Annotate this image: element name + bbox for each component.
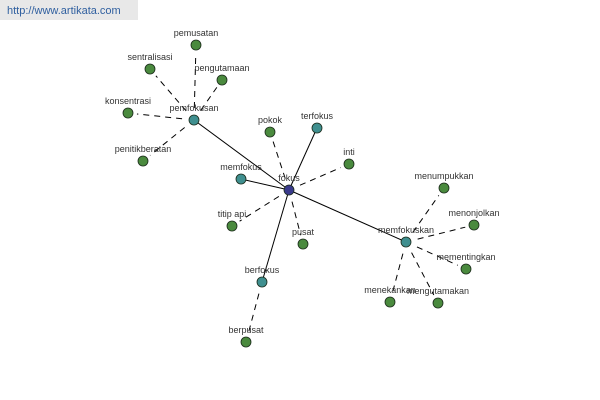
edge-memfokuskan-menonjolkan — [417, 226, 466, 240]
edge-pemfokusan-sentralisasi — [155, 75, 187, 112]
node-label-menonjolkan[interactable]: menonjolkan — [448, 208, 499, 218]
node-label-memfokus[interactable]: memfokus — [220, 162, 262, 172]
node-label-berfokus[interactable]: berfokus — [245, 265, 280, 275]
node-label-pusat[interactable]: pusat — [292, 227, 315, 237]
edge-fokus-titip_api — [239, 195, 280, 222]
edge-pemfokusan-penitikberatan — [149, 127, 185, 156]
node-label-sentralisasi[interactable]: sentralisasi — [127, 52, 172, 62]
node-label-pemfokusan[interactable]: pemfokusan — [169, 103, 218, 113]
edge-memfokuskan-menekankan — [391, 253, 404, 294]
node-label-konsentrasi[interactable]: konsentrasi — [105, 96, 151, 106]
node-label-fokus[interactable]: fokus — [278, 173, 300, 183]
edge-pemfokusan-pengutamaan — [200, 87, 218, 111]
node-menumpukkan[interactable] — [438, 182, 450, 194]
node-label-pemusatan[interactable]: pemusatan — [174, 28, 219, 38]
edge-fokus-inti — [299, 167, 341, 186]
edge-pemfokusan-konsentrasi — [136, 113, 183, 120]
node-label-memfokuskan[interactable]: memfokuskan — [378, 225, 434, 235]
node-konsentrasi[interactable] — [122, 107, 134, 119]
edge-fokus-pusat — [291, 201, 302, 236]
node-memfokus[interactable] — [235, 173, 247, 185]
edge-fokus-berfokus — [261, 189, 290, 283]
node-label-titip_api[interactable]: titip api — [218, 209, 247, 219]
edge-memfokuskan-menumpukkan — [412, 195, 440, 233]
node-label-penitikberatan[interactable]: penitikberatan — [115, 144, 172, 154]
node-label-pengutamaan[interactable]: pengutamaan — [194, 63, 249, 73]
edge-berfokus-berpusat — [247, 293, 260, 334]
edge-fokus-pokok — [272, 140, 286, 179]
node-fokus[interactable] — [283, 184, 295, 196]
edge-pemfokusan-pemusatan — [193, 53, 197, 109]
edge-fokus-pemfokusan — [193, 119, 290, 191]
node-inti[interactable] — [343, 158, 355, 170]
node-label-inti[interactable]: inti — [343, 147, 355, 157]
node-sentralisasi[interactable] — [144, 63, 156, 75]
node-label-menekankan[interactable]: menekankan — [364, 285, 416, 295]
node-pokok[interactable] — [264, 126, 276, 138]
node-terfokus[interactable] — [311, 122, 323, 134]
node-label-mengutamakan[interactable]: mengutamakan — [407, 286, 469, 296]
node-pemusatan[interactable] — [190, 39, 202, 51]
node-menekankan[interactable] — [384, 296, 396, 308]
node-pusat[interactable] — [297, 238, 309, 250]
node-berfokus[interactable] — [256, 276, 268, 288]
node-label-terfokus[interactable]: terfokus — [301, 111, 334, 121]
edge-fokus-memfokuskan — [288, 189, 407, 243]
site-link[interactable]: http://www.artikata.com — [0, 0, 138, 20]
node-mengutamakan[interactable] — [432, 297, 444, 309]
edge-memfokuskan-mementingkan — [416, 246, 458, 266]
node-label-berpusat[interactable]: berpusat — [228, 325, 264, 335]
edge-fokus-memfokus — [240, 178, 290, 191]
node-berpusat[interactable] — [240, 336, 252, 348]
node-pemfokusan[interactable] — [188, 114, 200, 126]
edge-memfokuskan-mengutamakan — [411, 252, 435, 296]
node-menonjolkan[interactable] — [468, 219, 480, 231]
node-label-pokok[interactable]: pokok — [258, 115, 283, 125]
node-label-mementingkan[interactable]: mementingkan — [436, 252, 495, 262]
node-label-menumpukkan[interactable]: menumpukkan — [414, 171, 473, 181]
node-titip_api[interactable] — [226, 220, 238, 232]
node-memfokuskan[interactable] — [400, 236, 412, 248]
node-mementingkan[interactable] — [460, 263, 472, 275]
node-pengutamaan[interactable] — [216, 74, 228, 86]
edge-fokus-terfokus — [288, 127, 318, 191]
node-penitikberatan[interactable] — [137, 155, 149, 167]
